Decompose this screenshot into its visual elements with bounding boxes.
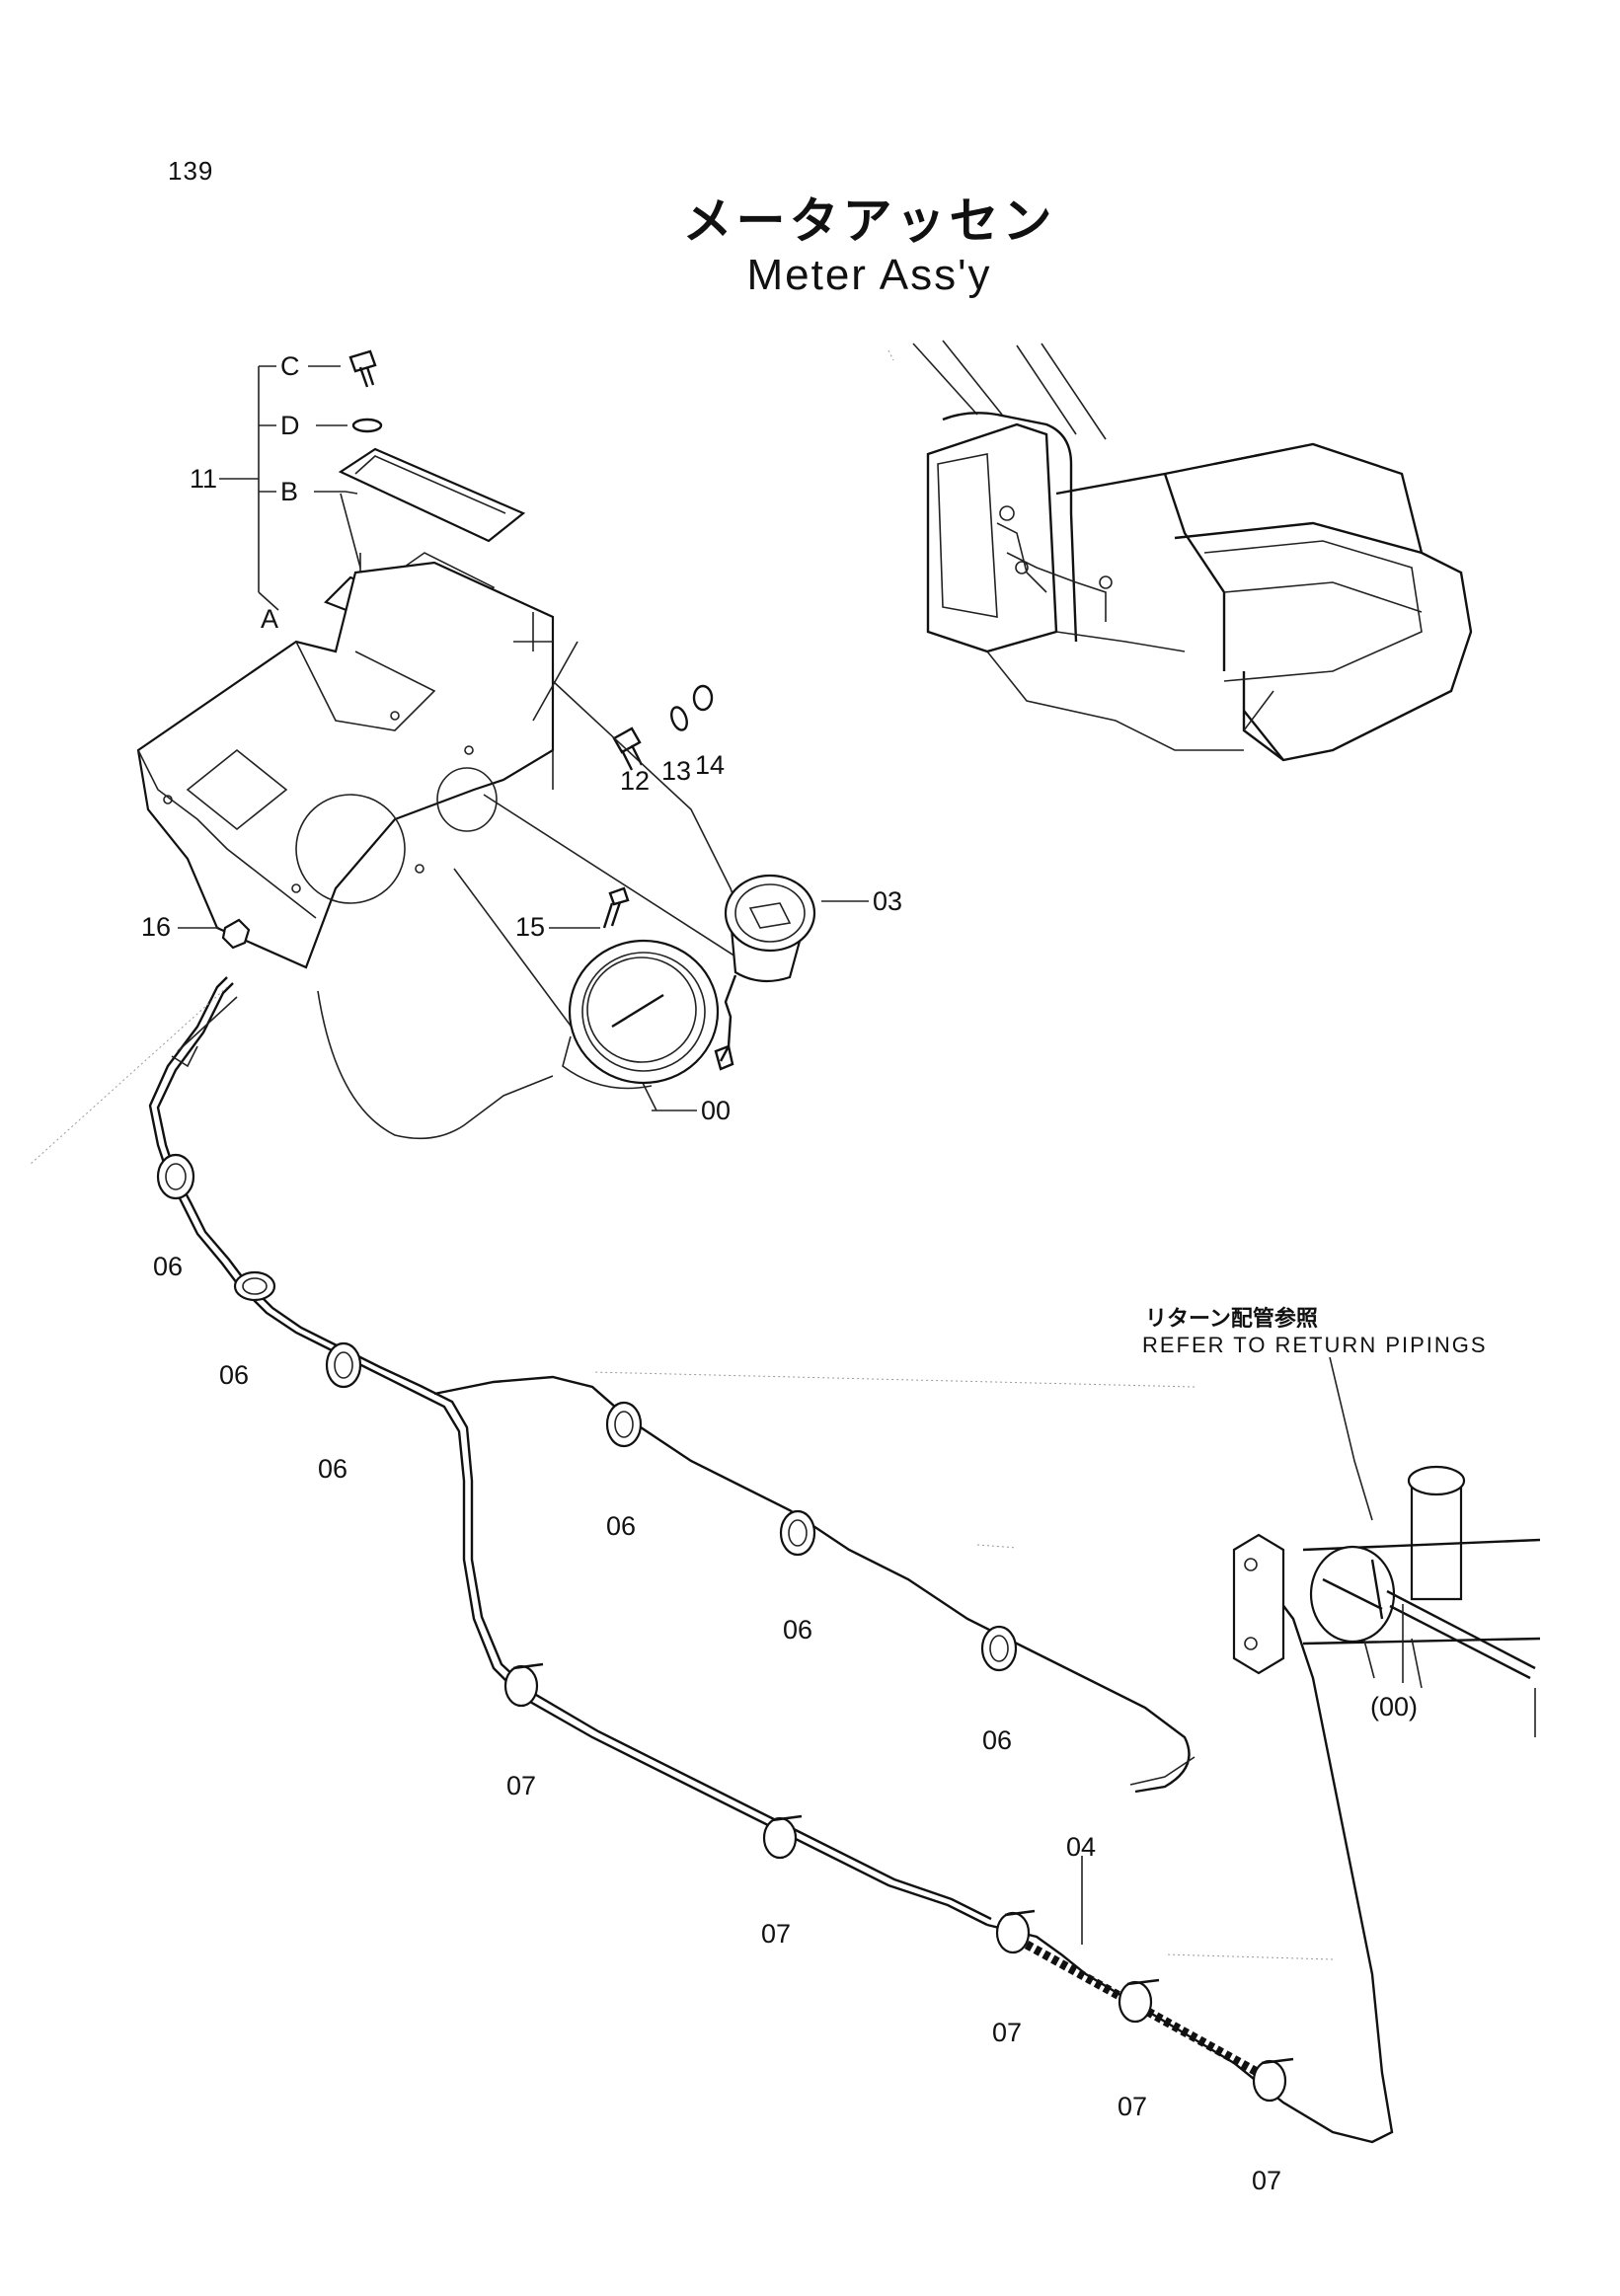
- reference-note-english: REFER TO RETURN PIPINGS: [1142, 1333, 1488, 1357]
- bolt-c: [348, 349, 377, 373]
- armored-tube-04: [1024, 1856, 1262, 2077]
- gauge-00: [562, 939, 720, 1090]
- washer-d: [351, 418, 383, 433]
- callout-06-4: 06: [606, 1511, 636, 1541]
- callout-12: 12: [620, 766, 650, 796]
- page-title-japanese: メータアッセン: [682, 192, 1056, 250]
- reference-note-japanese: リターン配管参照: [1145, 1307, 1318, 1332]
- callout-14: 14: [695, 750, 725, 780]
- callout-a: A: [261, 604, 278, 634]
- callout-00: 00: [701, 1096, 731, 1125]
- callout-04: 04: [1066, 1832, 1096, 1862]
- callout-00-reference: (00): [1370, 1692, 1418, 1722]
- callout-06-1: 06: [153, 1252, 183, 1281]
- capillary-tube: [148, 976, 1394, 2144]
- callout-11: 11: [190, 464, 217, 494]
- callout-06-5: 06: [783, 1615, 812, 1645]
- callout-13: 13: [661, 756, 691, 786]
- page-title-english: Meter Ass'y: [746, 251, 992, 299]
- plate-b: [338, 447, 526, 543]
- callout-07-2: 07: [761, 1919, 791, 1949]
- callout-07-3: 07: [992, 2018, 1022, 2047]
- meter-bracket: [136, 447, 555, 969]
- callout-07-5: 07: [1252, 2166, 1281, 2195]
- machine-overview-sketch: [912, 340, 1473, 762]
- callout-06-2: 06: [219, 1360, 249, 1390]
- callout-15: 15: [515, 912, 545, 942]
- callout-06-6: 06: [982, 1725, 1012, 1755]
- clamps-07: [503, 1662, 1294, 2103]
- return-piping-fitting: [1232, 1356, 1541, 1737]
- callout-07-4: 07: [1118, 2092, 1147, 2121]
- hardware-parts: [178, 349, 869, 1111]
- callout-07-1: 07: [506, 1771, 536, 1800]
- clamps-06: [156, 1153, 1018, 1672]
- callout-b: B: [280, 477, 298, 506]
- callout-c: C: [280, 351, 300, 381]
- callout-labels: C D B A 11 12 13 14 15 16 03 00 (00) 04 …: [141, 351, 1418, 2195]
- gauge-03: [714, 874, 816, 1071]
- page-number: 139: [168, 156, 214, 186]
- callout-03: 03: [873, 886, 902, 916]
- callout-d: D: [280, 411, 300, 440]
- callout-16: 16: [141, 912, 171, 942]
- callout-06-3: 06: [318, 1454, 347, 1484]
- dotted-guides: [29, 349, 1334, 1960]
